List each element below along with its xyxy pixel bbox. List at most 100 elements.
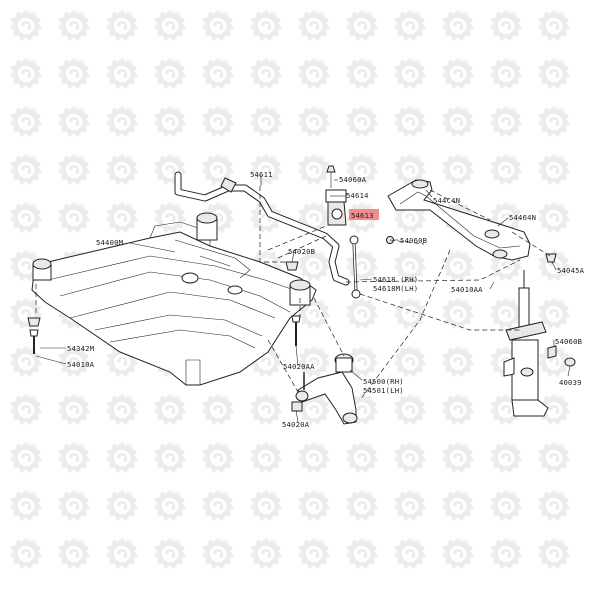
watermark-logo-icon (297, 489, 331, 522)
label-54060B-right: 54060B (555, 337, 582, 346)
watermark-logo-icon (537, 9, 571, 42)
watermark-logo-icon (105, 489, 139, 522)
watermark-logo-icon (9, 57, 43, 90)
watermark-logo-icon (441, 393, 475, 426)
watermark-logo-icon (489, 105, 523, 138)
watermark-logo-icon (441, 249, 475, 282)
highlight-54613 (349, 209, 379, 220)
stabilizer-bar (174, 171, 350, 286)
label-54501-lh: 54501(LH) (363, 386, 404, 395)
transverse-link (291, 353, 358, 425)
watermark-logo-icon (393, 537, 427, 570)
watermark-logo-icon (201, 393, 235, 426)
label-54020B: 54020B (288, 247, 315, 256)
watermark-logo-icon (489, 57, 523, 90)
watermark-logo-icon (249, 105, 283, 138)
watermark-logo-icon (489, 297, 523, 330)
label-54060A: 54060A (339, 175, 367, 184)
watermark-logo-icon (393, 105, 427, 138)
watermark-logo-icon (297, 441, 331, 474)
watermark-logo-icon (153, 441, 187, 474)
watermark-logo-icon (153, 105, 187, 138)
watermark-logo-icon (537, 489, 571, 522)
watermark-logo-icon (297, 153, 331, 186)
watermark-logo-icon (249, 537, 283, 570)
label-54614: 54614 (346, 191, 369, 200)
watermark-logo-icon (153, 393, 187, 426)
watermark-logo-icon (345, 441, 379, 474)
watermark-logo-icon (9, 441, 43, 474)
watermark-logo-icon (393, 441, 427, 474)
watermark-logo-icon (153, 201, 187, 234)
watermark-logo-icon (393, 9, 427, 42)
watermark-logo-icon (105, 441, 139, 474)
watermark-logo-icon (441, 57, 475, 90)
watermark-logo-icon (537, 153, 571, 186)
watermark-logo-icon (393, 57, 427, 90)
watermark-logo-icon (489, 537, 523, 570)
watermark-logo-icon (201, 57, 235, 90)
watermark-logo-icon (441, 297, 475, 330)
watermark-logo-icon (105, 105, 139, 138)
label-54045A: 54045A (557, 266, 585, 275)
watermark-logo-icon (57, 441, 91, 474)
watermark-logo-icon (489, 9, 523, 42)
watermark-logo-icon (249, 9, 283, 42)
label-54060B-top: 54060B (400, 236, 427, 245)
watermark-logo-icon (345, 57, 379, 90)
watermark-logo-icon (105, 393, 139, 426)
label-54613[interactable]: 54613 (351, 211, 374, 220)
watermark-logo-icon (9, 9, 43, 42)
label-54611: 54611 (250, 170, 273, 179)
watermark-logo-icon (297, 537, 331, 570)
label-54020AA: 54020AA (283, 362, 315, 371)
label-54464N: 54464N (509, 213, 536, 222)
watermark-logo-icon (105, 201, 139, 234)
watermark-logo-icon (537, 57, 571, 90)
watermark-logo-icon (201, 105, 235, 138)
watermark-logo-icon (57, 489, 91, 522)
watermark-logo-icon (489, 153, 523, 186)
watermark-logo-icon (105, 9, 139, 42)
watermark-logo-icon (537, 441, 571, 474)
watermark-logo-icon (9, 393, 43, 426)
watermark-logo-icon (441, 153, 475, 186)
suspension-member (31, 212, 317, 386)
watermark-logo-icon (201, 441, 235, 474)
watermark-logo-icon (537, 537, 571, 570)
watermark-logo-icon (249, 57, 283, 90)
label-54010AA: 54010AA (451, 285, 483, 294)
watermark-logo-icon (9, 105, 43, 138)
watermark-logo-icon (441, 537, 475, 570)
watermark-logo-icon (297, 9, 331, 42)
watermark-logo-icon (201, 489, 235, 522)
label-54400M: 54400M (96, 238, 124, 247)
guide-lines (35, 186, 551, 401)
label-54618-rh: 54618 (RH) (373, 275, 418, 284)
watermark-logo-icon (393, 345, 427, 378)
watermark-logo-icon (249, 393, 283, 426)
watermark-logo-icon (9, 537, 43, 570)
watermark-logo-icon (57, 57, 91, 90)
watermark-logo-icon (537, 201, 571, 234)
watermark-logo-icon (57, 201, 91, 234)
watermark-logo-icon (201, 537, 235, 570)
leader-lines (35, 175, 571, 423)
watermark-logo-icon (345, 297, 379, 330)
watermark-logo-icon (9, 201, 43, 234)
watermark-logo-icon (537, 105, 571, 138)
watermark-logo-icon (345, 105, 379, 138)
part-labels: 54611 54060A 54614 54613 544C4N 54464N 5… (67, 170, 585, 429)
watermark-logo-icon (153, 489, 187, 522)
watermark-logo-icon (105, 537, 139, 570)
hardware (27, 253, 557, 390)
watermark-logo-icon (489, 489, 523, 522)
watermark-logo-icon (57, 105, 91, 138)
watermark-logo-icon (153, 9, 187, 42)
watermark-logo-icon (489, 441, 523, 474)
watermark-logo-icon (249, 441, 283, 474)
watermark-logo-icon (441, 345, 475, 378)
watermark-logo-icon (57, 537, 91, 570)
watermark-logo-icon (153, 537, 187, 570)
